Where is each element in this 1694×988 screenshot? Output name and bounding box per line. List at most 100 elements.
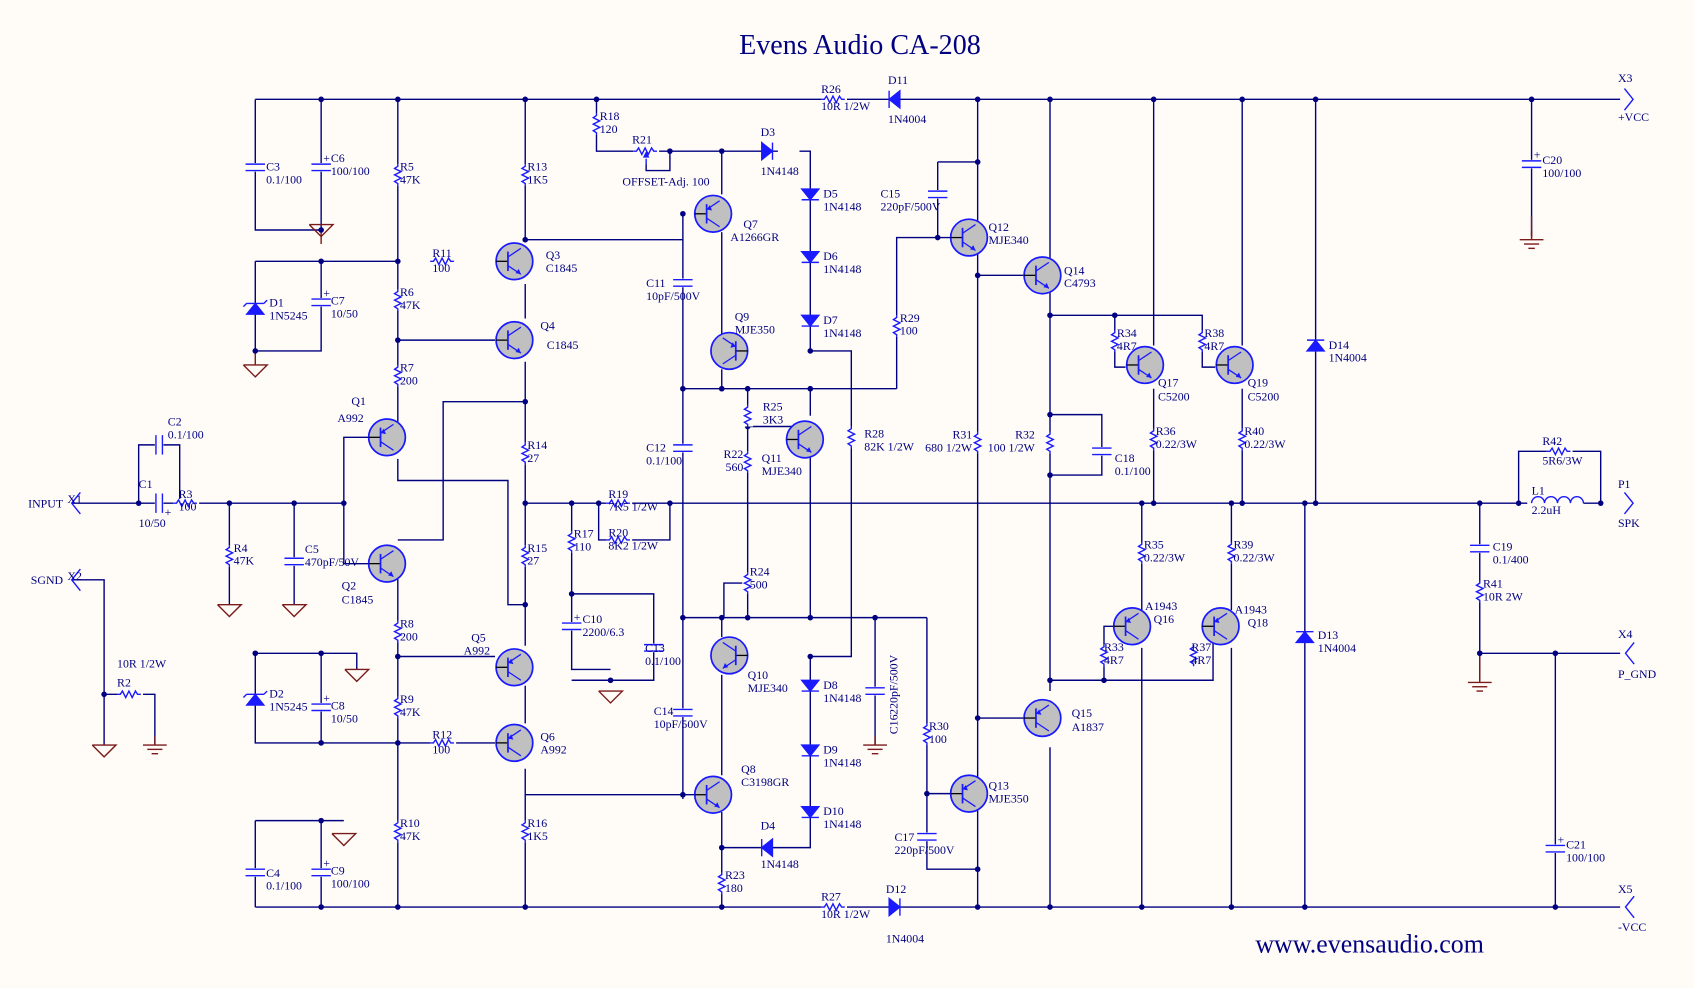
diode-d8[interactable]	[800, 679, 821, 693]
diode-d3[interactable]	[761, 141, 774, 162]
diode-d14[interactable]	[1305, 339, 1326, 352]
resistor-r22[interactable]	[742, 451, 754, 473]
resistor-r38[interactable]	[1196, 330, 1208, 353]
resistor-r32[interactable]	[1044, 431, 1056, 454]
resistor-r28[interactable]	[845, 426, 857, 449]
capacitor-c11[interactable]	[673, 278, 693, 288]
resistor-r30[interactable]	[921, 723, 933, 746]
transistor-q7[interactable]	[693, 194, 733, 234]
resistor-r36[interactable]	[1148, 428, 1160, 451]
capacitor-c4[interactable]	[245, 868, 265, 877]
resistor-r12[interactable]	[430, 738, 457, 748]
port-x3[interactable]	[1623, 88, 1634, 111]
resistor-r31[interactable]	[972, 431, 984, 454]
transistor-q8[interactable]	[693, 775, 733, 814]
capacitor-c15[interactable]	[927, 190, 948, 199]
diode-d6[interactable]	[800, 250, 821, 264]
capacitor-c13[interactable]	[644, 643, 664, 653]
resistor-r16[interactable]	[519, 820, 531, 843]
resistor-r29[interactable]	[891, 315, 903, 337]
resistor-r25[interactable]	[742, 404, 754, 427]
resistor-r42[interactable]	[1546, 446, 1573, 457]
transistor-q9[interactable]	[710, 331, 749, 371]
resistor-r15[interactable]	[519, 545, 531, 567]
capacitor-c8[interactable]: +	[311, 691, 331, 712]
resistor-r8[interactable]	[392, 620, 404, 643]
port-p1[interactable]	[1623, 491, 1634, 515]
capacitor-c7[interactable]: +	[311, 286, 331, 307]
diode-d2[interactable]	[242, 690, 268, 706]
diode-d12[interactable]	[888, 897, 901, 918]
diode-d5[interactable]	[800, 188, 821, 201]
transistor-q2[interactable]	[367, 544, 407, 583]
port-x2[interactable]	[70, 568, 81, 592]
capacitor-c3[interactable]	[245, 163, 265, 172]
capacitor-c19[interactable]	[1470, 544, 1490, 553]
capacitor-c9[interactable]: +	[311, 856, 331, 877]
resistor-r33[interactable]	[1098, 644, 1110, 667]
capacitor-c10[interactable]: +	[561, 610, 582, 631]
resistor-r9[interactable]	[392, 696, 404, 719]
capacitor-c17[interactable]	[917, 832, 937, 842]
capacitor-c20[interactable]: +	[1521, 148, 1542, 169]
transistor-q12[interactable]	[949, 218, 989, 257]
inductor-l1[interactable]	[1527, 494, 1585, 506]
resistor-r17[interactable]	[566, 531, 578, 553]
resistor-r18[interactable]	[591, 113, 602, 135]
capacitor-c6[interactable]: +	[311, 151, 331, 172]
transistor-q4[interactable]	[495, 320, 534, 360]
transistor-q16[interactable]	[1112, 607, 1152, 646]
resistor-r3[interactable]	[173, 498, 200, 508]
diode-d9[interactable]	[800, 744, 821, 757]
transistor-q17[interactable]	[1125, 345, 1165, 385]
capacitor-c18[interactable]	[1092, 447, 1112, 456]
capacitor-c14[interactable]	[673, 708, 693, 717]
port-x4[interactable]	[1624, 642, 1635, 665]
resistor-r10[interactable]	[392, 820, 404, 843]
capacitor-c2[interactable]	[154, 435, 164, 455]
resistor-r26[interactable]	[821, 94, 847, 105]
transistor-q15[interactable]	[1023, 698, 1062, 738]
transistor-q6[interactable]	[495, 723, 534, 763]
resistor-r37[interactable]	[1188, 644, 1200, 667]
resistor-r34[interactable]	[1109, 330, 1121, 353]
transistor-q3[interactable]	[495, 242, 534, 281]
transistor-q13[interactable]	[949, 774, 989, 813]
transistor-q10[interactable]	[710, 636, 749, 675]
transistor-q5[interactable]	[495, 648, 534, 687]
resistor-r39[interactable]	[1226, 542, 1237, 564]
transistor-q1[interactable]	[367, 418, 407, 457]
resistor-r4[interactable]	[223, 545, 235, 567]
resistor-r2[interactable]	[117, 689, 143, 700]
diode-d11[interactable]	[888, 89, 901, 110]
capacitor-c5[interactable]	[284, 557, 304, 566]
resistor-r14[interactable]	[519, 442, 531, 465]
diode-d10[interactable]	[800, 805, 821, 819]
resistor-r5[interactable]	[392, 164, 404, 186]
resistor-r6[interactable]	[392, 289, 404, 311]
capacitor-c21[interactable]: +	[1545, 832, 1566, 854]
resistor-r23[interactable]	[716, 872, 728, 895]
transistor-q11[interactable]	[785, 420, 825, 459]
transistor-q14[interactable]	[1023, 256, 1062, 295]
resistor-r41[interactable]	[1474, 580, 1486, 603]
resistor-r11[interactable]	[430, 256, 457, 267]
capacitor-c16[interactable]	[865, 686, 885, 696]
capacitor-c12[interactable]	[673, 443, 693, 453]
resistor-r20[interactable]	[606, 535, 633, 545]
diode-d13[interactable]	[1294, 630, 1315, 644]
port-x5[interactable]	[1624, 895, 1635, 919]
resistor-r24[interactable]	[742, 572, 754, 594]
port-x1[interactable]	[70, 491, 81, 515]
resistor-r19[interactable]	[606, 498, 633, 508]
diode-d1[interactable]	[242, 299, 268, 315]
resistor-r35[interactable]	[1136, 542, 1148, 564]
diode-d7[interactable]	[800, 314, 821, 328]
diode-d4[interactable]	[760, 837, 774, 858]
resistor-r27[interactable]	[821, 902, 847, 912]
resistor-r7[interactable]	[392, 364, 404, 387]
resistor-r40[interactable]	[1236, 428, 1248, 451]
transistor-q19[interactable]	[1215, 345, 1254, 385]
resistor-r13[interactable]	[519, 164, 531, 186]
transistor-q18[interactable]	[1201, 607, 1240, 646]
